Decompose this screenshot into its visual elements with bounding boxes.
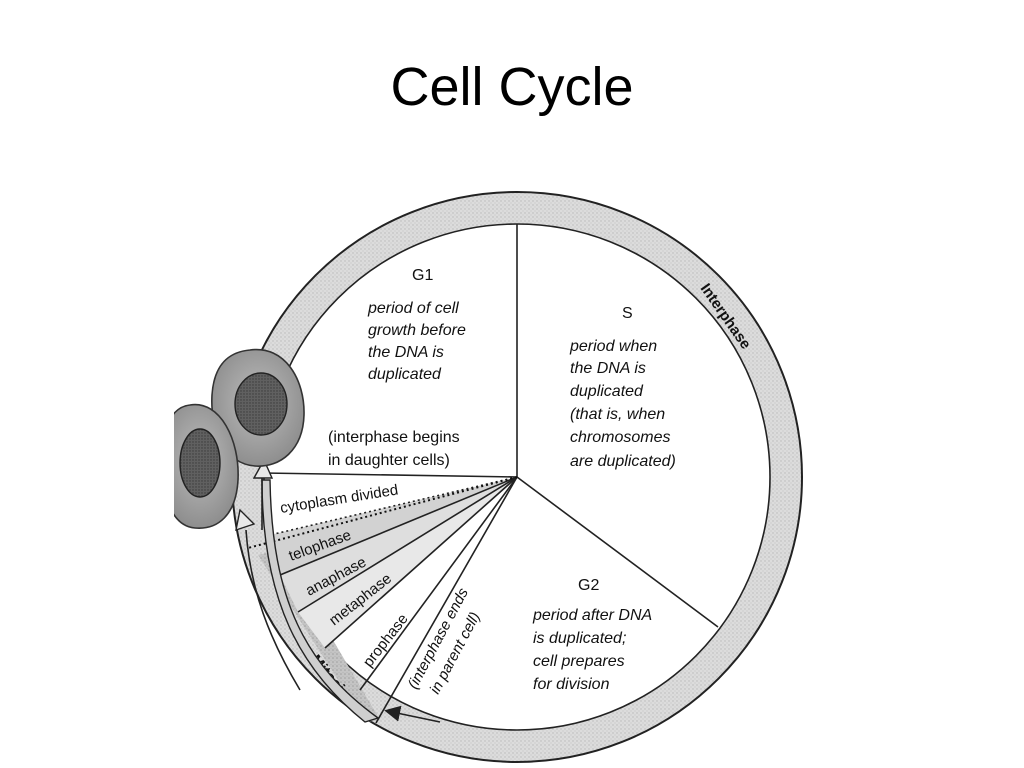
- s-desc-line: the DNA is: [570, 360, 646, 377]
- metaphase-prophase-divider: [324, 476, 518, 649]
- s-desc-line: period when: [569, 338, 657, 355]
- g1-name: G1: [412, 267, 433, 284]
- wide-arrow-band: [261, 479, 380, 723]
- g2-desc-line: is duplicated;: [533, 630, 626, 647]
- upper-nucleus: [234, 372, 288, 436]
- lower-arrowhead: [235, 508, 256, 532]
- g1-desc-line: duplicated: [368, 366, 442, 383]
- cytoplasm-telophase-divider: [269, 476, 518, 536]
- anaphase-metaphase-divider: [297, 476, 518, 613]
- metaphase-wedge: [298, 477, 517, 648]
- telophase-wedge: [270, 477, 517, 575]
- page-title: Cell Cycle: [390, 57, 634, 117]
- g2-desc-line: period after DNA: [532, 607, 652, 624]
- division-arrows: [235, 458, 441, 723]
- sector-lines: [262, 224, 719, 724]
- g1-note-line: in daughter cells): [328, 452, 450, 469]
- upper-daughter-cell: [211, 348, 305, 467]
- s-desc-line: chromosomes: [570, 429, 670, 446]
- s-sector: S period when the DNA is duplicated (tha…: [569, 305, 676, 470]
- prophase-interphase-divider: [359, 476, 518, 691]
- g2-sector: G2 period after DNA is duplicated; cell …: [532, 577, 652, 693]
- g2-desc-line: for division: [533, 676, 610, 693]
- upper-arrowhead: [252, 458, 274, 479]
- anaphase-wedge: [280, 477, 517, 612]
- g1-desc-line: growth before: [368, 322, 466, 339]
- g1-desc-line: the DNA is: [368, 344, 444, 361]
- g2-interphase-end-divider: [375, 476, 518, 724]
- mitosis-wedges: [270, 477, 517, 648]
- lower-daughter-cell: [174, 403, 239, 529]
- g1-note-line: (interphase begins: [328, 429, 460, 446]
- g1-cytoplasm-divider: [262, 472, 518, 478]
- cytoplasm-dotted-line: [247, 476, 518, 549]
- lower-nucleus: [179, 428, 221, 498]
- g1-desc-line: period of cell: [367, 300, 459, 317]
- daughter-cells: [174, 348, 305, 529]
- s-desc-line: (that is, when: [570, 406, 665, 423]
- entry-arrow: [384, 705, 441, 723]
- arrow-to-lower-cell: [245, 529, 301, 691]
- s-desc-line: are duplicated): [570, 453, 676, 470]
- g2-desc-line: cell prepares: [533, 653, 625, 670]
- s-g2-divider: [516, 476, 719, 628]
- s-name: S: [622, 305, 633, 322]
- telophase-anaphase-divider: [279, 476, 518, 576]
- s-desc-line: duplicated: [570, 383, 644, 400]
- g1-sector: G1 period of cell growth before the DNA …: [328, 267, 466, 469]
- g2-name: G2: [578, 577, 599, 594]
